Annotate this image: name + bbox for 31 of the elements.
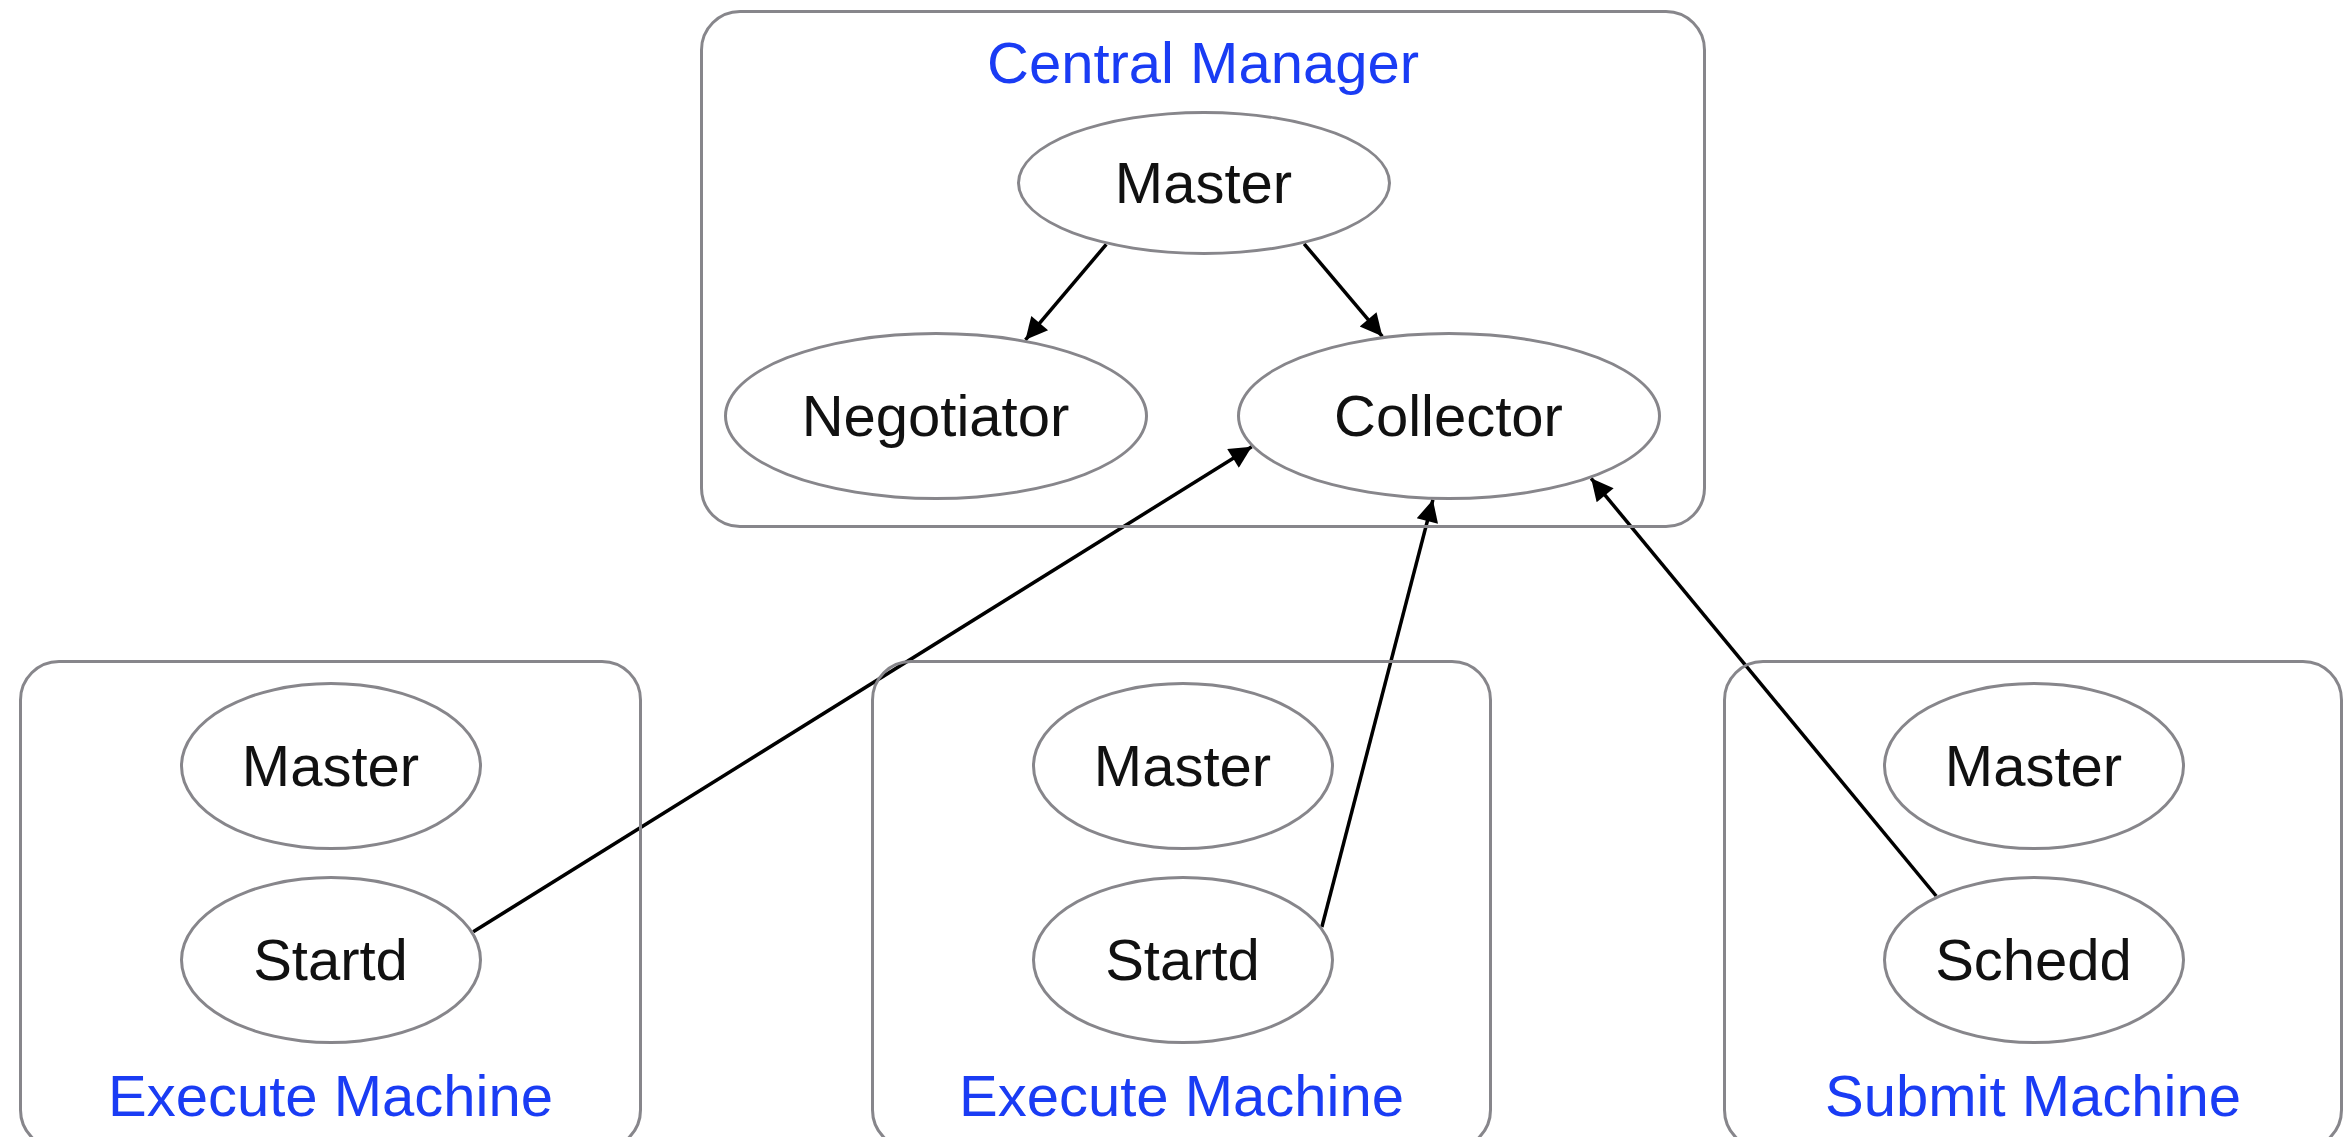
process-ellipse <box>1031 875 1334 1044</box>
process-label: Master <box>1093 732 1272 799</box>
machine-box <box>19 660 642 1137</box>
process-label: Master <box>1114 149 1293 216</box>
process-label: Collector <box>1334 382 1563 449</box>
process-ellipse <box>1031 681 1334 850</box>
process-label: Startd <box>1105 926 1260 993</box>
process-label: Startd <box>253 926 408 993</box>
process-ellipse <box>1882 681 2185 850</box>
process-ellipse <box>179 875 482 1044</box>
machine-box <box>871 660 1492 1137</box>
arrow <box>1589 477 1938 898</box>
machine-title: Execute Machine <box>958 1062 1405 1129</box>
machine-title: Execute Machine <box>107 1062 554 1129</box>
machine-title: Submit Machine <box>1824 1062 2242 1129</box>
process-ellipse <box>1016 110 1391 255</box>
process-label: Master <box>1944 732 2123 799</box>
machine-title: Central Manager <box>986 29 1420 96</box>
process-label: Schedd <box>1935 926 2132 993</box>
process-ellipse <box>723 331 1148 500</box>
machine-box <box>1723 660 2343 1137</box>
process-ellipse <box>1236 331 1661 500</box>
arrow <box>1302 242 1384 338</box>
arrow <box>1320 499 1438 928</box>
machine-box <box>700 10 1706 528</box>
process-ellipse <box>1882 875 2185 1044</box>
process-label: Master <box>241 732 420 799</box>
arrow <box>1024 243 1108 341</box>
process-ellipse <box>179 681 482 850</box>
process-label: Negotiator <box>801 382 1070 449</box>
arrow <box>472 445 1253 934</box>
